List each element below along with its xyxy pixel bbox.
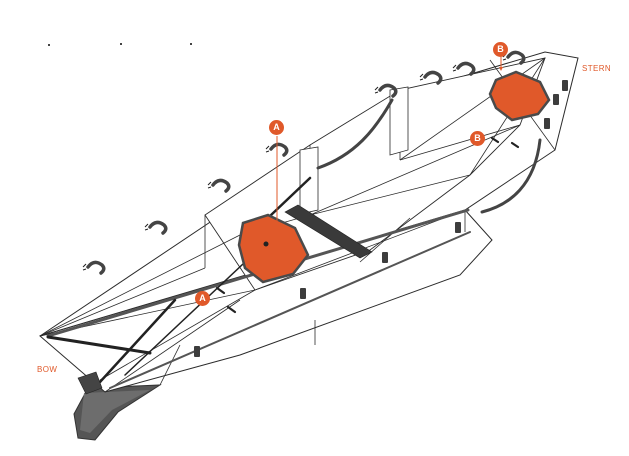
- side-clip: [194, 346, 200, 357]
- badge-a-bottom: A: [195, 291, 210, 306]
- badge-b-top: B: [493, 42, 508, 57]
- pad-a-center: [263, 241, 269, 247]
- badge-a-top: A: [269, 120, 284, 135]
- cargo-hook-icon: [452, 61, 476, 76]
- flotation-pad-b: [488, 70, 551, 122]
- side-clip: [382, 252, 388, 263]
- side-clips: [194, 80, 568, 357]
- badge-b-lower: B: [470, 131, 485, 146]
- cargo-hook-icon: [207, 178, 231, 193]
- bow-label: BOW: [37, 365, 58, 374]
- side-clip: [300, 288, 306, 299]
- coaming-wall-rear: [389, 86, 409, 156]
- cargo-hook-icon: [374, 83, 398, 98]
- cargo-hook-icon: [265, 142, 289, 157]
- side-clip: [553, 94, 559, 105]
- seat-crossbar: [284, 204, 373, 259]
- side-clip: [455, 222, 461, 233]
- side-clip: [544, 118, 550, 129]
- top-marks: [48, 43, 192, 46]
- bow-cap: [77, 371, 103, 395]
- cargo-hook-icon: [144, 220, 168, 235]
- cargo-hook-icon: [419, 70, 443, 85]
- cargo-hooks: [82, 50, 526, 275]
- stern-label: STERN: [582, 64, 612, 73]
- side-clip: [562, 80, 568, 91]
- cargo-hook-icon: [82, 260, 106, 275]
- pad-marks: [215, 136, 520, 314]
- tie-down-straps: [46, 176, 312, 384]
- bow-keel-highlight: [80, 390, 150, 433]
